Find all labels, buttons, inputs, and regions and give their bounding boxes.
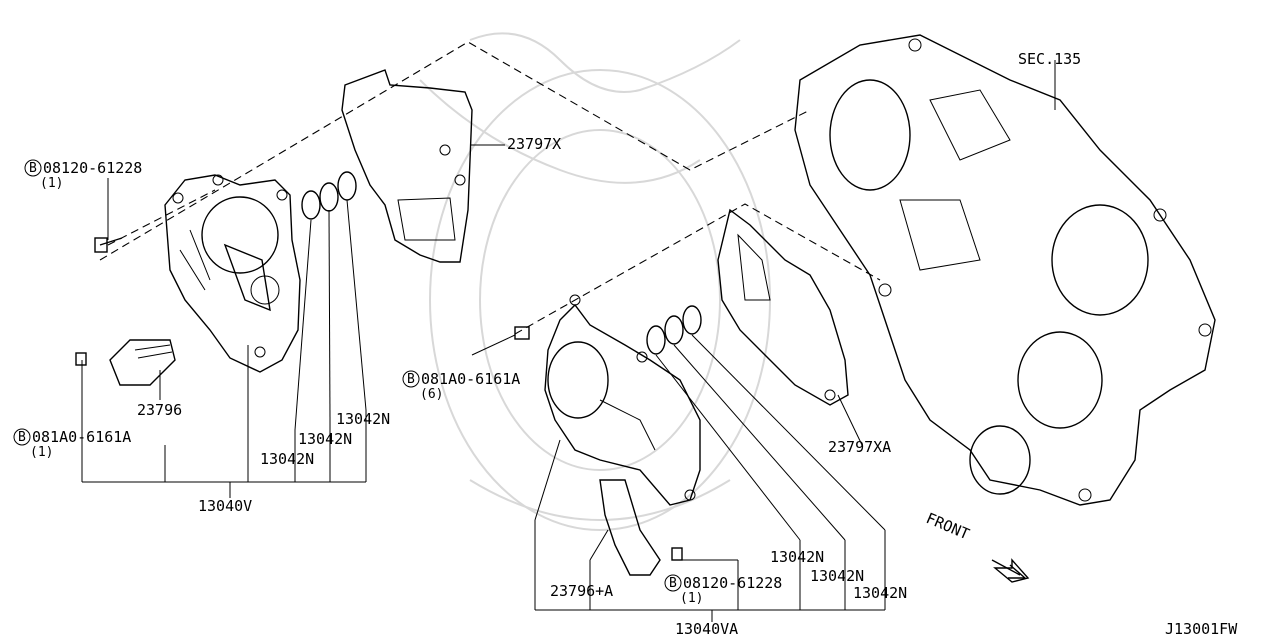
bolt-1-code: 08120-61228 (43, 159, 142, 177)
label-13042n-3: 13042N (260, 450, 314, 468)
label-13040v: 13040V (198, 497, 252, 515)
label-sec-135: SEC.135 (1018, 50, 1081, 68)
bolt-4-qty: (1) (680, 591, 703, 606)
gasket-23797xa (717, 208, 849, 406)
label-13042n-1: 13042N (336, 410, 390, 428)
label-23797xa: 23797XA (828, 438, 891, 456)
label-13042n-6: 13042N (853, 584, 907, 602)
timing-chain-case (794, 34, 1216, 506)
bolt-marker-icons (13, 159, 682, 592)
pump-housing-right (544, 294, 701, 506)
leader-lines (81, 60, 1056, 622)
label-13042n-4: 13042N (770, 548, 824, 566)
bolt-3-prefix: B (407, 372, 415, 387)
watermark-logo (419, 32, 771, 531)
bolt-2-qty: (1) (30, 445, 53, 460)
bolt-1-prefix: B (29, 161, 37, 176)
label-13042n-2: 13042N (298, 430, 352, 448)
label-front: FRONT (923, 509, 972, 543)
label-23797x: 23797X (507, 135, 561, 153)
bolt-4-prefix: B (669, 576, 677, 591)
bolt-3-qty: (6) (420, 387, 443, 402)
bolt-1-qty: (1) (40, 176, 63, 191)
front-arrow-icon (991, 558, 1030, 583)
gasket-23797x (341, 69, 473, 263)
label-13040va: 13040VA (675, 620, 738, 638)
solenoid-23796a (514, 326, 683, 576)
o-rings-right (646, 305, 702, 355)
bolt-3-code: 081A0-6161A (421, 370, 520, 388)
solenoid-23796 (75, 237, 176, 386)
pump-housing-left (164, 174, 301, 373)
diagram-code: J13001FW (1165, 620, 1238, 638)
assembly-dash-lines (99, 41, 881, 335)
bolt-4-code: 08120-61228 (683, 574, 782, 592)
label-23796a: 23796+A (550, 582, 613, 600)
bolt-2-prefix: B (18, 430, 26, 445)
label-23796: 23796 (137, 401, 182, 419)
label-13042n-5: 13042N (810, 567, 864, 585)
bolt-2-code: 081A0-6161A (32, 428, 131, 446)
